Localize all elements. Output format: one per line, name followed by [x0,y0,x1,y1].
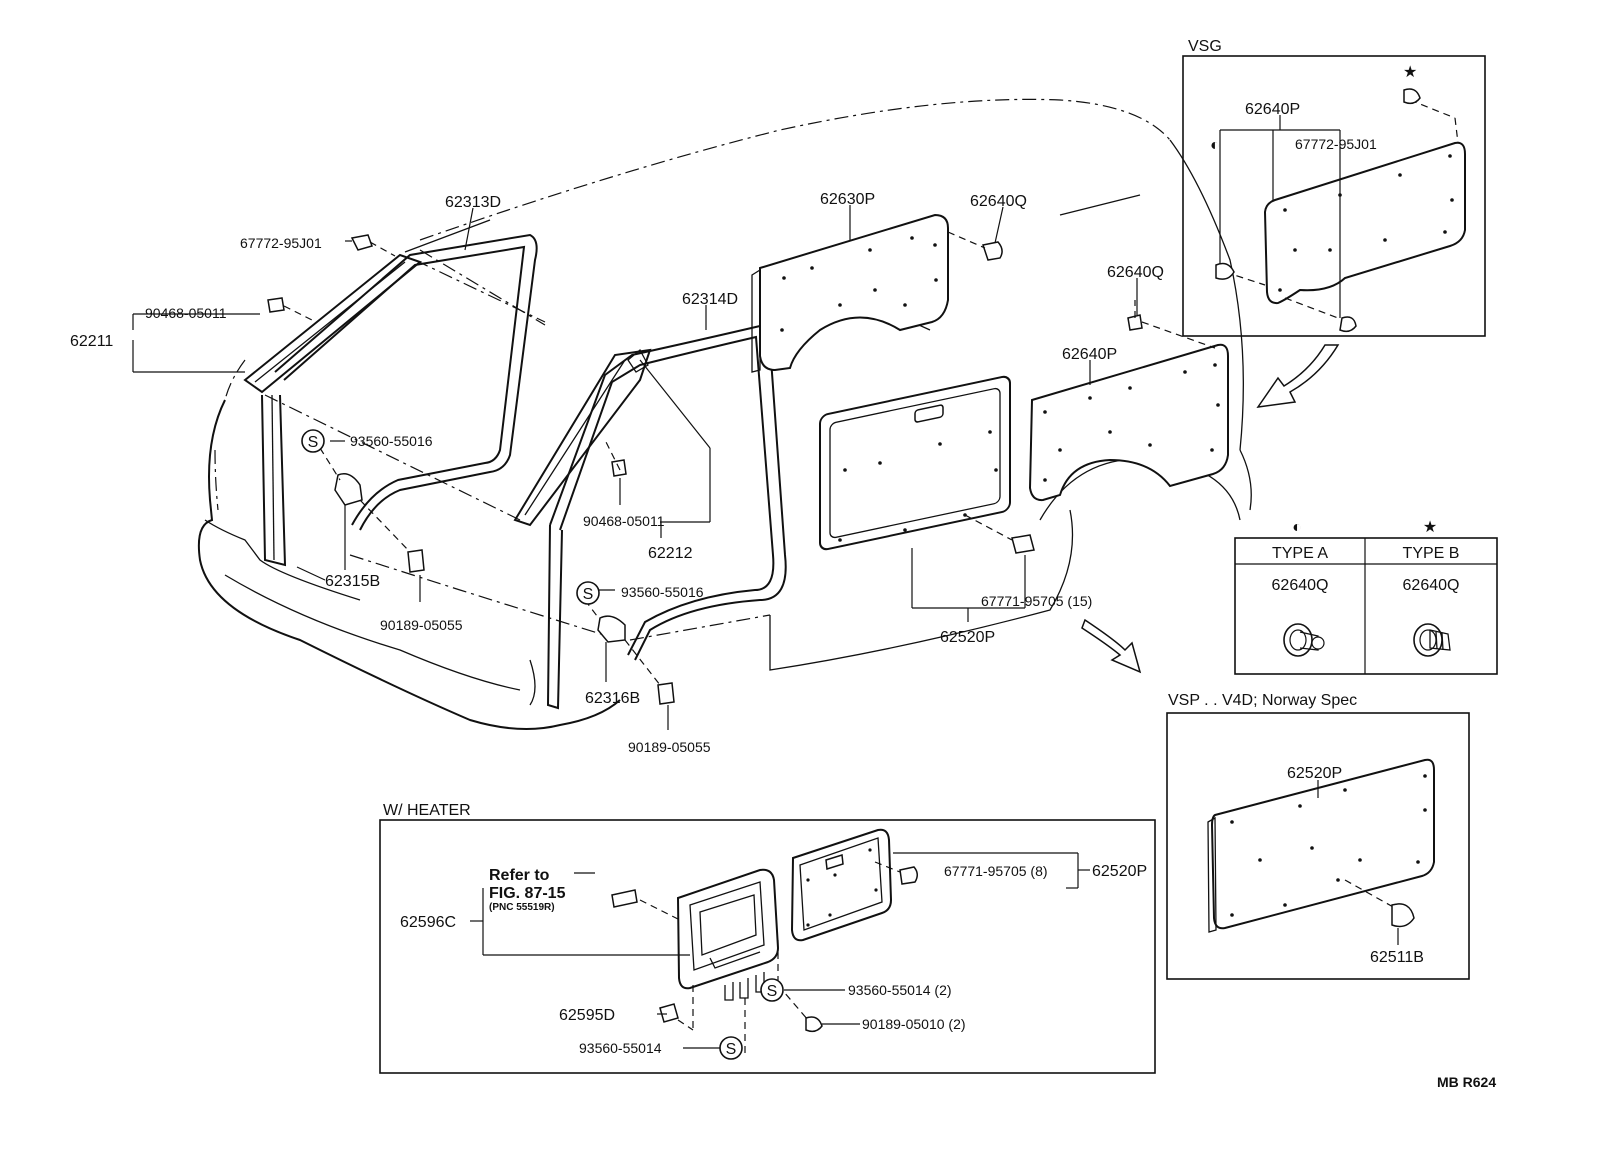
bracket-62315B [334,473,363,506]
clip-62640Q-b [1127,314,1143,331]
type-a-symbol: ◐ [1292,519,1302,536]
heater-label-67771-95705-8: 67771-95705 (8) [944,863,1048,879]
heater-panel-62520P [790,828,893,942]
refer-part [611,889,638,908]
heater-screw-62595D [659,1003,679,1023]
bracket-62316B [597,615,626,643]
vsp-title: VSP . . V4D; Norway Spec [1168,692,1357,709]
side-trim-panel-62520P [819,375,1011,551]
label-90189-05055-a: 90189-05055 [380,617,463,633]
vsg-clip-67772 [1339,316,1357,333]
heater-box [379,819,1156,1074]
heater-label-90189-05010-2: 90189-05010 (2) [862,1016,966,1032]
vsg-title: VSG [1188,38,1222,55]
heater-s-mark-b: S [719,1036,743,1060]
heater-refer-line3: (PNC 55519R) [489,902,555,913]
arrow-to-vsp [1081,618,1142,674]
label-90468-05011-mid: 90468-05011 [583,513,665,529]
label-62640Q-b: 62640Q [1107,264,1164,281]
label-62212: 62212 [648,545,693,562]
quarter-trim-panel-62630P [751,213,949,373]
rear-window-weatherstrip-62313D [264,233,546,531]
label-90468-05011-top: 90468-05011 [145,305,227,321]
label-90189-05055-b: 90189-05055 [628,739,711,755]
type-b-header: TYPE B [1403,545,1460,562]
back-door-garnish-62212 [513,348,652,527]
clip-67771-main [1011,534,1035,554]
heater-s-mark-a: S [760,978,784,1002]
vsg-symbol-star: ★ [1403,64,1417,81]
vsp-label-62511B: 62511B [1370,949,1424,966]
label-62315B: 62315B [325,573,380,590]
type-a-part: 62640Q [1272,577,1329,594]
vsp-box [1166,712,1470,980]
type-a-header: TYPE A [1272,545,1328,562]
label-62630P: 62630P [820,191,875,208]
heater-label-93560-55014-2: 93560-55014 (2) [848,982,952,998]
vsg-symbol-half: ◐ [1210,137,1220,154]
label-93560-55016-a: 93560-55016 [350,433,433,449]
vsp-inset: VSP . . V4D; Norway Spec 62520P 62511B [1166,692,1470,980]
heater-inset: W/ HEATER [379,802,1156,1074]
label-67771-95705-15: 67771-95705 (15) [981,593,1092,609]
heater-label-62520P: 62520P [1092,863,1147,880]
main-leader-lines [132,205,1216,730]
type-b-part: 62640Q [1403,577,1460,594]
type-b-symbol: ★ [1423,519,1437,536]
svg-text:S: S [767,983,778,1000]
heater-clip-67771 [899,866,918,885]
pillar-garnish-62211 [243,253,423,567]
vsp-clip-62511B [1391,903,1415,928]
heater-clip-90189 [805,1016,823,1033]
quarter-trim-panel-62640P [1028,343,1229,502]
svg-text:S: S [308,434,319,451]
label-62520P-main: 62520P [940,629,995,646]
type-table-border [1234,537,1498,675]
vsg-clip-type-a [1215,262,1235,280]
label-67772-95J01: 67772-95J01 [240,235,322,251]
clip-type-table: ◐ ★ TYPE A TYPE B 62640Q 62640Q [1234,519,1498,675]
s-mark-93560-b: S [576,581,600,605]
s-mark-93560-a: S [301,429,325,453]
vsg-clip-type-b [1403,88,1421,105]
vsg-label-67772-95J01: 67772-95J01 [1295,136,1377,152]
label-62211: 62211 [70,333,113,350]
fastener-clips [267,234,1143,705]
arrow-to-vsg [1256,344,1340,408]
heater-label-93560-55014: 93560-55014 [579,1040,662,1056]
heater-title: W/ HEATER [383,802,471,819]
label-62314D: 62314D [682,291,738,308]
label-62316B: 62316B [585,690,640,707]
type-a-clip-icon [1283,623,1325,657]
vsg-label-62640P: 62640P [1245,101,1300,118]
heater-refer-line1: Refer to [489,867,550,884]
heater-duct-62596C [676,868,780,1001]
heater-label-62596C: 62596C [400,914,456,931]
svg-text:S: S [583,586,594,603]
vsg-box [1182,55,1486,337]
diagram-code: MB R624 [1437,1074,1496,1090]
clip-90468-top [267,297,285,313]
heater-label-62595D: 62595D [559,1007,615,1024]
vsg-inset: VSG 62640P 67772-95J01 ◐ ★ [1182,38,1486,337]
label-62640P: 62640P [1062,346,1117,363]
label-62313D: 62313D [445,194,501,211]
type-b-clip-icon [1413,623,1451,657]
label-93560-55016-b: 93560-55016 [621,584,704,600]
vsp-label-62520P: 62520P [1287,765,1342,782]
label-62640Q-a: 62640Q [970,193,1027,210]
clip-62640Q-a [982,241,1003,261]
screw-90189-a [407,549,425,573]
svg-text:S: S [726,1041,737,1058]
clip-67772-top [345,234,373,251]
screw-90189-b [657,682,675,705]
heater-refer-line2: FIG. 87-15 [489,885,566,902]
